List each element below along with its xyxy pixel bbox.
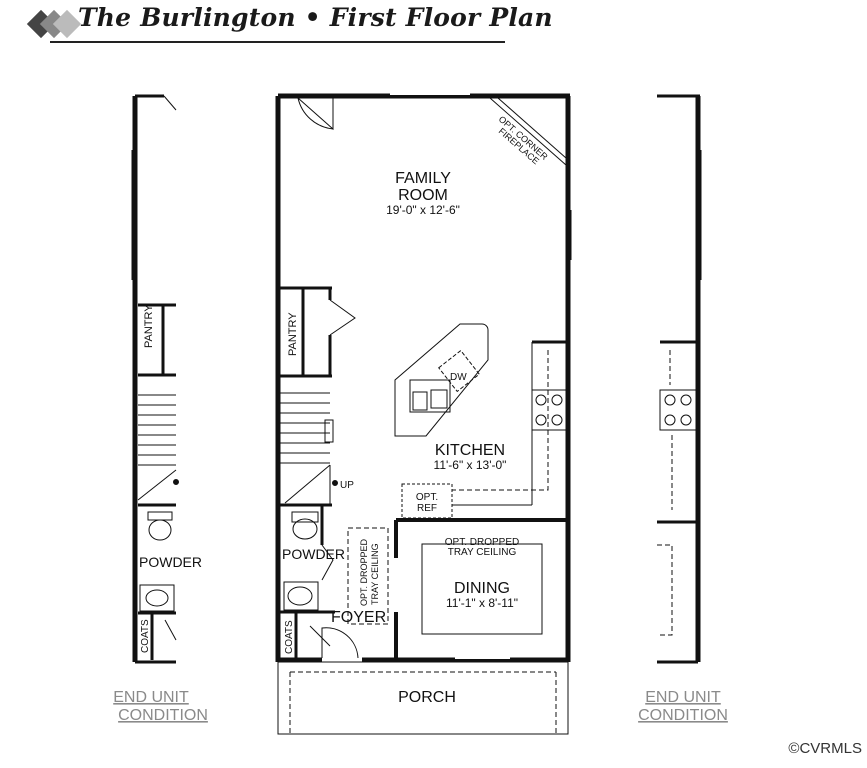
foyer-label: FOYER [331,609,386,626]
right-end-unit-plan [657,94,702,664]
opt-ref-label-line2: REF [417,503,437,514]
dining-dimensions: 11'-1" x 8'-11" [446,596,518,610]
family-room-label-line1: FAMILY [395,170,451,187]
main-unit-walls [275,93,572,735]
plan-title: The Burlington • First Floor Plan [78,3,553,32]
family-room-dimensions: 19'-0" x 12'-6" [386,203,460,217]
dining-ceiling-label-line1: OPT. DROPPED [445,537,519,548]
dishwasher-label: DW [450,372,467,383]
opt-ref-label-line1: OPT. [416,492,438,503]
family-room-label-line2: ROOM [398,187,448,204]
right-end-unit-label-line1: END UNIT [645,689,721,706]
porch-label: PORCH [398,689,456,706]
foyer-ceiling-label-line1: OPT. DROPPED [359,538,369,606]
powder-label: POWDER [282,546,345,562]
left-pantry-label: PANTRY [143,304,155,348]
kitchen-label: KITCHEN [435,442,505,459]
left-end-unit-label-line1: END UNIT [113,689,189,706]
coats-label: COATS [284,620,295,654]
right-end-unit-label-line2: CONDITION [638,707,728,724]
left-end-unit-plan [131,94,179,664]
dining-label: DINING [454,580,510,597]
diamond-logo-icon [26,9,505,43]
dining-ceiling-label-line2: TRAY CEILING [448,547,517,558]
left-coats-label: COATS [140,619,151,653]
left-end-unit-label-line2: CONDITION [118,707,208,724]
kitchen-dimensions: 11'-6" x 13'-0" [434,458,507,472]
watermark: ©CVRMLS [788,740,862,757]
foyer-ceiling-label-line2: TRAY CEILING [370,543,380,605]
left-powder-label: POWDER [139,554,202,570]
stairs-up-label: UP [340,480,354,491]
pantry-label: PANTRY [287,312,299,356]
